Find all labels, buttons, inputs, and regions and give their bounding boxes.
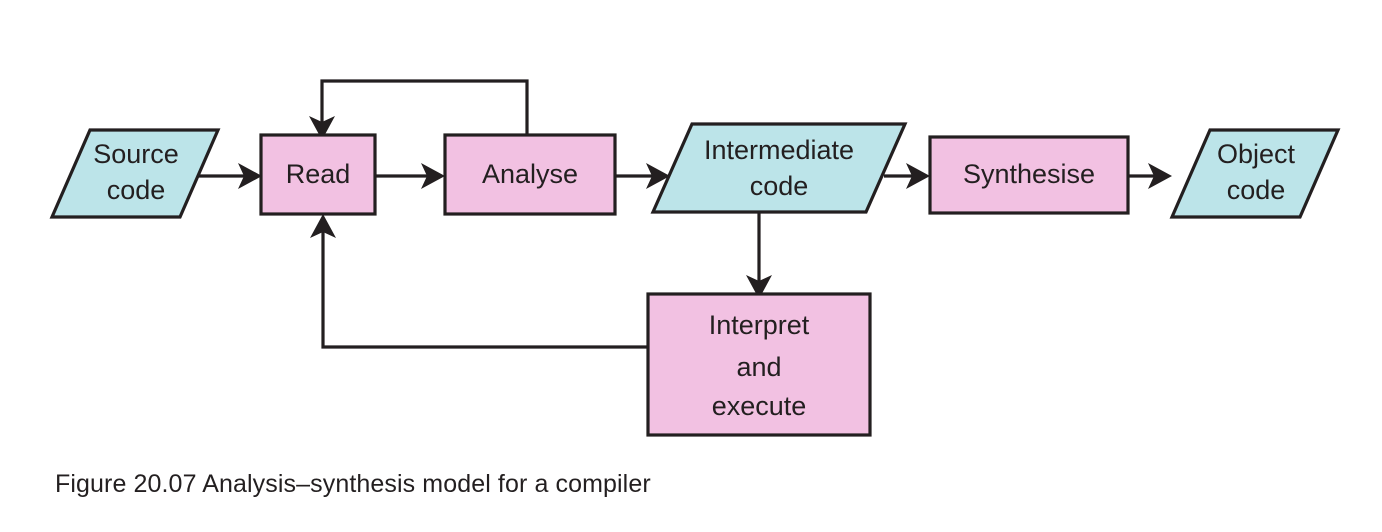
connector-intermediate-to-synthesise [884,163,930,189]
node-synthesise[interactable]: Synthesise [928,135,1130,215]
intermediate-code-label-line2: code [750,171,809,201]
read-label: Read [286,159,351,189]
connector-intermediate-to-interpret [746,212,772,299]
connector-source-to-read [198,163,262,189]
node-object-code[interactable]: Object code [1169,128,1341,219]
connector-synthesise-to-object [1128,163,1172,189]
read-shape [259,133,377,216]
connector-analyse-to-intermediate [615,163,670,189]
intermediate-code-shape [650,122,908,214]
analyse-shape [443,133,617,216]
source-code-label-line1: Source [93,139,179,169]
object-code-label-line1: Object [1217,139,1296,169]
object-code-label-line2: code [1227,175,1286,205]
node-intermediate-code[interactable]: Intermediate code [650,122,908,214]
connector-read-to-analyse [375,163,445,189]
analyse-label: Analyse [482,159,578,189]
connector-interpret-back-to-read [310,214,648,349]
source-code-shape [49,128,221,219]
interpret-label-line1: Interpret [709,310,810,340]
interpret-label-line2: and [736,352,781,382]
node-source-code[interactable]: Source code [49,128,221,219]
node-read[interactable]: Read [259,133,377,216]
figure-caption: Figure 20.07 Analysis–synthesis model fo… [55,470,651,498]
interpret-label-line3: execute [712,391,807,421]
interpret-and-execute-shape [646,292,872,437]
intermediate-code-label-line1: Intermediate [704,135,854,165]
node-interpret-and-execute[interactable]: Interpret and execute [646,292,872,437]
synthesise-shape [928,135,1130,215]
object-code-shape [1169,128,1341,219]
node-analyse[interactable]: Analyse [443,133,617,216]
synthesise-label: Synthesise [963,159,1095,189]
source-code-label-line2: code [107,175,166,205]
connector-analyse-back-to-read [309,79,529,140]
